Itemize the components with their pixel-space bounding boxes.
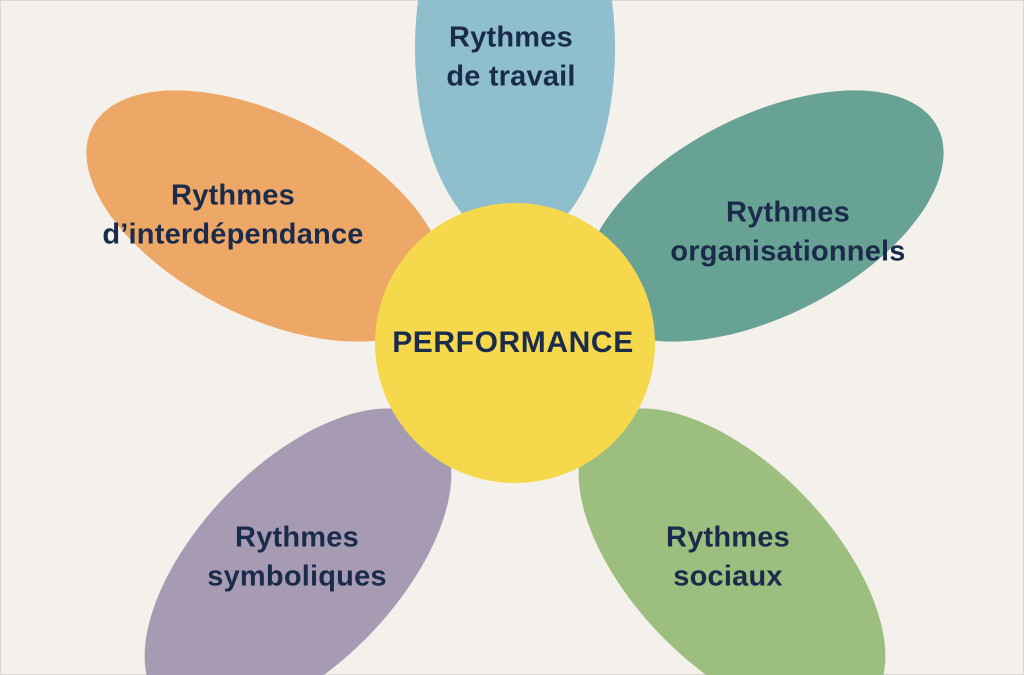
petal-sociaux-shape <box>578 408 886 675</box>
petal-organisationnels-shape <box>584 90 944 342</box>
petal-interdependance-shape <box>86 90 446 342</box>
petal-travail-shape <box>415 0 615 243</box>
petal-symboliques-shape <box>144 408 452 675</box>
performance-circle <box>375 203 655 483</box>
